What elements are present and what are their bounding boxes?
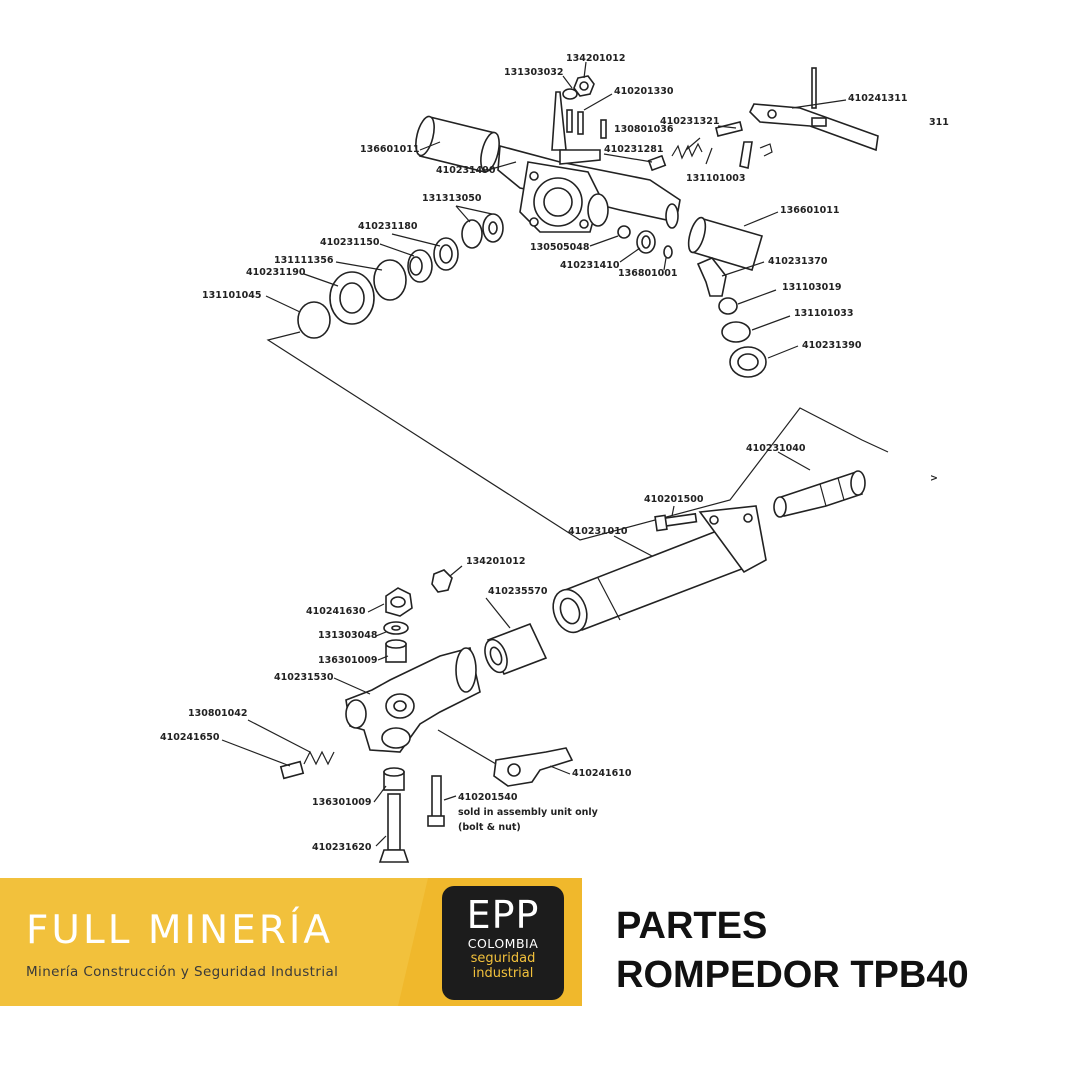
label-410201500: 410201500 [644,494,704,505]
label-410231390: 410231390 [802,340,862,351]
bushing-136301009-upper [385,639,407,663]
exploded-parts-diagram: 131303032 134201012 410201330 410241311 … [160,53,949,863]
bushing-410235570 [484,622,548,676]
leader-lines [221,61,847,847]
epp-logo-tag-1: seguridad [470,951,536,966]
label-130801042: 130801042 [188,708,248,719]
label-410231150: 410231150 [320,237,380,248]
spring-130801042 [303,750,335,766]
valve-410231180 [433,237,459,271]
fitting-410231150 [407,249,433,283]
oring-131111356 [373,259,407,301]
epp-logo: EPP COLOMBIA seguridad industrial [442,886,564,1000]
label-130801036: 130801036 [614,124,674,135]
bolt-410201540 [427,775,445,827]
nut-134201012-lower [431,569,453,593]
label-410231040: 410231040 [746,443,806,454]
brand-subtitle: Minería Construcción y Seguridad Industr… [26,964,339,980]
bushing-136301009-lower [383,767,405,791]
label-136601011-right: 136601011 [780,205,840,216]
sleeve-right [687,216,763,271]
main-housing [497,91,681,233]
label-131303032: 131303032 [504,67,564,78]
label-134201012-upper: 134201012 [566,53,626,64]
label-410231620: 410231620 [312,842,372,853]
spring-upper [647,142,703,172]
oring-131101045 [297,301,331,339]
label-131313050: 131313050 [422,193,482,204]
label-410201330: 410201330 [614,86,674,97]
label-136301009-upper: 136301009 [318,655,378,666]
label-410241630: 410241630 [306,606,366,617]
label-131101045: 131101045 [202,290,262,301]
label-136301009-lower: 136301009 [312,797,372,808]
sleeve-left [415,115,500,173]
label-410231490: 410231490 [436,165,496,176]
label-131103019: 131103019 [782,282,842,293]
piston-410231040 [773,470,866,518]
label-131111356: 131111356 [274,255,334,266]
label-410231281: 410231281 [604,144,664,155]
pins [566,109,607,139]
latch-410241610 [493,747,574,787]
nut-410231390 [729,346,767,378]
label-131101003: 131101003 [686,173,746,184]
plunger-410241650 [279,760,305,780]
top-nut [562,75,595,100]
label-131101033: 131101033 [794,308,854,319]
label-410241650: 410241650 [160,732,220,743]
label-134201012-lower: 134201012 [466,556,526,567]
label-410241610: 410241610 [572,768,632,779]
label-410231321: 410231321 [660,116,720,127]
label-sold-in-assembly: sold in assembly unit only [458,807,599,818]
label-arrow: > [930,473,938,484]
oring-131103019 [718,297,738,315]
brand-title: FULL MINERÍA [26,908,334,953]
bolt-410201500 [654,512,698,532]
ball-130505048 [617,225,631,239]
label-bolt-and-nut: (bolt & nut) [458,822,521,833]
seal-136801001 [663,245,673,259]
epp-logo-title: EPP [466,893,540,937]
label-410201540: 410201540 [458,792,518,803]
washer-a [461,219,483,249]
label-410231410: 410231410 [560,260,620,271]
page-headline: PARTES ROMPEDOR TPB40 [616,902,969,1000]
label-410231010: 410231010 [568,526,628,537]
assembly-outline [266,331,889,541]
label-136801001: 136801001 [618,268,678,279]
cap-410231190 [329,271,375,325]
headline-line-1: PARTES [616,905,768,947]
oring-131101033 [721,321,751,343]
headline-line-2: ROMPEDOR TPB40 [616,954,969,996]
clamp-410231530 [345,647,481,753]
epp-logo-country: COLOMBIA [467,936,539,951]
throttle-lever [715,67,879,169]
label-311: 311 [929,117,949,128]
elbow-410231370 [696,257,727,297]
label-131303048: 131303048 [318,630,378,641]
label-136601011-left: 136601011 [360,144,420,155]
bolt-410231620 [378,793,410,863]
label-410231530: 410231530 [274,672,334,683]
label-410235570: 410235570 [488,586,548,597]
label-130505048: 130505048 [530,242,590,253]
label-410231190: 410231190 [246,267,306,278]
label-410241311: 410241311 [848,93,908,104]
label-410231370: 410231370 [768,256,828,267]
nut-410241630 [385,587,413,617]
epp-logo-tag-2: industrial [472,966,534,981]
label-410231180: 410231180 [358,221,418,232]
cylinder-410231010 [552,505,767,634]
